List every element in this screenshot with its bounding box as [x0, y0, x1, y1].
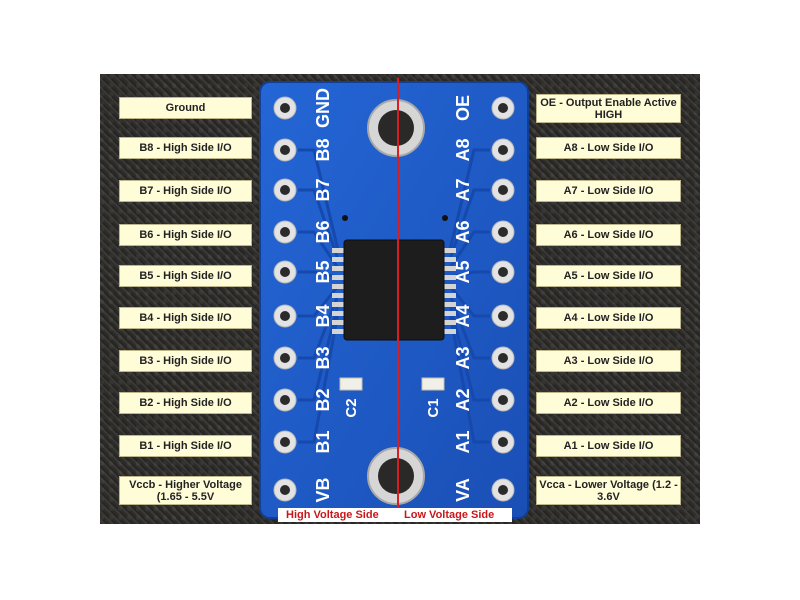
capacitor-c2	[339, 377, 363, 391]
right-pad-hole	[498, 437, 508, 447]
right-pin-label: A6 - Low Side I/O	[536, 224, 681, 246]
left-pad-hole	[280, 145, 290, 155]
chip-lead-right	[438, 275, 456, 280]
right-pin-label: A2 - Low Side I/O	[536, 392, 681, 414]
chip-lead-right	[438, 329, 456, 334]
chip-lead-left	[332, 302, 350, 307]
left-pin-label: B1 - High Side I/O	[119, 435, 252, 457]
left-pin-label: B6 - High Side I/O	[119, 224, 252, 246]
fiducial	[342, 215, 348, 221]
left-pad-hole	[280, 185, 290, 195]
right-pin-label: Vcca - Lower Voltage (1.2 - 3.6V	[536, 476, 681, 505]
left-pad-hole	[280, 353, 290, 363]
right-silk-label: A1	[453, 430, 473, 453]
right-silk-label: A3	[453, 346, 473, 369]
left-pad-hole	[280, 227, 290, 237]
left-pad-hole	[280, 437, 290, 447]
chip-lead-left	[332, 257, 350, 262]
chip-lead-left	[332, 284, 350, 289]
right-silk-label: A8	[453, 138, 473, 161]
left-silk-label: GND	[313, 88, 333, 128]
right-pad-hole	[498, 311, 508, 321]
fiducial	[442, 215, 448, 221]
right-pin-label: A1 - Low Side I/O	[536, 435, 681, 457]
right-pin-label: OE - Output Enable Active HIGH	[536, 94, 681, 123]
right-pad-hole	[498, 227, 508, 237]
chip-lead-left	[332, 266, 350, 271]
right-pad-hole	[498, 103, 508, 113]
right-pad-hole	[498, 267, 508, 277]
right-pin-label: A8 - Low Side I/O	[536, 137, 681, 159]
left-silk-label: VB	[313, 477, 333, 502]
left-silk-label: B4	[313, 304, 333, 327]
chip-lead-right	[438, 266, 456, 271]
left-silk-label: B7	[313, 178, 333, 201]
right-silk-label: A6	[453, 220, 473, 243]
right-silk-label: VA	[453, 478, 473, 502]
left-silk-label: B5	[313, 260, 333, 283]
left-pin-label: B2 - High Side I/O	[119, 392, 252, 414]
left-silk-label: B6	[313, 220, 333, 243]
low-voltage-side-label: Low Voltage Side	[404, 509, 495, 521]
right-silk-label: A5	[453, 260, 473, 283]
capacitor-c1	[421, 377, 445, 391]
right-pad-hole	[498, 353, 508, 363]
right-pad-hole	[498, 145, 508, 155]
chip-lead-left	[332, 293, 350, 298]
chip-lead-right	[438, 311, 456, 316]
right-pin-label: A5 - Low Side I/O	[536, 265, 681, 287]
left-silk-label: B1	[313, 430, 333, 453]
right-silk-label: A4	[453, 304, 473, 327]
chip-lead-left	[332, 248, 350, 253]
chip-lead-right	[438, 284, 456, 289]
chip-lead-left	[332, 329, 350, 334]
c1-label: C1	[425, 398, 442, 417]
left-pad-hole	[280, 485, 290, 495]
chip-lead-left	[332, 320, 350, 325]
left-silk-label: B2	[313, 388, 333, 411]
ic-chip	[343, 239, 445, 341]
left-silk-label: B8	[313, 138, 333, 161]
right-pin-label: A4 - Low Side I/O	[536, 307, 681, 329]
left-pin-label: B7 - High Side I/O	[119, 180, 252, 202]
right-silk-label: OE	[453, 95, 473, 121]
c2-label: C2	[343, 398, 360, 417]
chip-lead-left	[332, 275, 350, 280]
right-pad-hole	[498, 185, 508, 195]
right-pin-label: A7 - Low Side I/O	[536, 180, 681, 202]
left-pin-label: B4 - High Side I/O	[119, 307, 252, 329]
left-pin-label: Ground	[119, 97, 252, 119]
chip-lead-right	[438, 248, 456, 253]
chip-lead-right	[438, 320, 456, 325]
left-pin-label: B5 - High Side I/O	[119, 265, 252, 287]
right-silk-label: A7	[453, 178, 473, 201]
left-pad-hole	[280, 267, 290, 277]
high-voltage-side-label: High Voltage Side	[286, 509, 379, 521]
right-pin-label: A3 - Low Side I/O	[536, 350, 681, 372]
left-pin-label: B8 - High Side I/O	[119, 137, 252, 159]
left-pin-label: B3 - High Side I/O	[119, 350, 252, 372]
left-pad-hole	[280, 103, 290, 113]
chip-lead-right	[438, 293, 456, 298]
side-label-bar: High Voltage Side Low Voltage Side	[278, 508, 512, 522]
chip-lead-right	[438, 257, 456, 262]
right-pad-hole	[498, 395, 508, 405]
right-pad-hole	[498, 485, 508, 495]
left-pad-hole	[280, 395, 290, 405]
chip-lead-right	[438, 302, 456, 307]
left-pad-hole	[280, 311, 290, 321]
chip-lead-left	[332, 311, 350, 316]
divider-line	[397, 78, 399, 522]
mounting-hole	[378, 110, 414, 146]
right-silk-label: A2	[453, 388, 473, 411]
mounting-hole	[378, 458, 414, 494]
left-silk-label: B3	[313, 346, 333, 369]
left-pin-label: Vccb - Higher Voltage (1.65 - 5.5V	[119, 476, 252, 505]
